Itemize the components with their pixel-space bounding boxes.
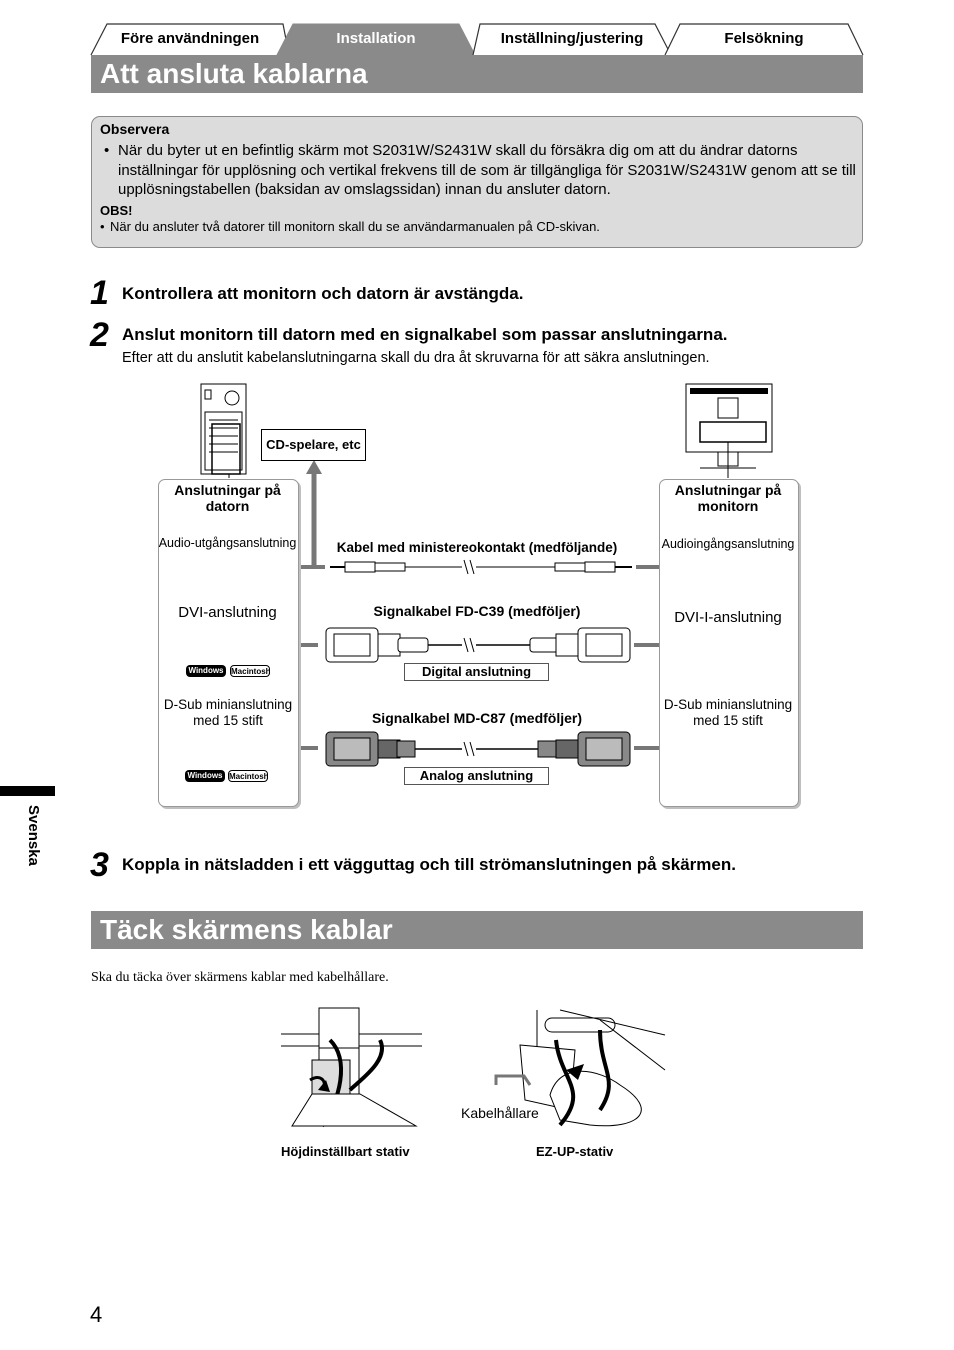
macintosh-badge: Macintosh — [230, 665, 271, 677]
analog-connection-label: Analog anslutning — [404, 767, 549, 785]
windows-badge: Windows — [185, 770, 225, 782]
obs-heading: OBS! — [100, 202, 133, 218]
language-tab-marker — [0, 786, 55, 796]
bullet-icon: • — [100, 218, 105, 234]
obs-bullet: • När du ansluter två datorer till monit… — [100, 218, 600, 234]
caption-height-adjustable-stand: Höjdinställbart stativ — [281, 1144, 410, 1159]
pc-audio-label: Audio-utgångsanslutning — [158, 536, 297, 550]
section-title-cover-cables: Täck skärmens kablar — [91, 911, 863, 949]
step-number-2: 2 — [90, 316, 109, 354]
audio-cable-illustration — [330, 559, 632, 575]
note-box: Observera • När du byter ut en befintlig… — [91, 116, 863, 248]
audio-cable-label: Kabel med ministereokontakt (medföljande… — [336, 540, 618, 555]
step-number-3: 3 — [90, 846, 109, 884]
tab-fore-anvandningen[interactable]: Före användningen — [90, 22, 290, 56]
section2-intro: Ska du täcka över skärmens kablar med ka… — [91, 970, 389, 985]
monitor-panel-title: Anslutningar på monitorn — [674, 482, 782, 514]
step-text-1: Kontrollera att monitorn och datorn är a… — [122, 284, 524, 303]
macintosh-badge: Macintosh — [228, 770, 269, 782]
height-adjustable-stand-illustration — [281, 1007, 422, 1128]
bullet-icon: • — [104, 142, 110, 159]
pc-dvi-label: DVI-anslutning — [178, 604, 277, 621]
cable-holder-callout: Kabelhållare — [461, 1105, 539, 1121]
monitor-dvi-label: DVI-I-anslutning — [674, 609, 782, 626]
dsub-cable-illustration — [325, 731, 631, 767]
digital-connection-label: Digital anslutning — [404, 663, 549, 681]
dvi-cable-illustration — [325, 627, 631, 663]
pc-connections-panel — [158, 479, 299, 807]
step-text-3: Koppla in nätsladden i ett vägguttag och… — [122, 855, 736, 874]
language-label: Svenska — [25, 805, 42, 866]
cd-player-label: CD-spelare, etc — [261, 429, 366, 461]
monitor-audio-label: Audioingångsanslutning — [661, 537, 795, 551]
dsub-cable-label: Signalkabel MD-C87 (medföljer) — [371, 710, 583, 726]
note-heading: Observera — [100, 121, 170, 137]
monitor-dsub-label: D-Sub minianslutning med 15 stift — [663, 697, 793, 728]
dvi-cable-label: Signalkabel FD-C39 (medföljer) — [373, 603, 581, 619]
page-number: 4 — [90, 1302, 103, 1327]
pc-tower-illustration — [200, 383, 247, 478]
tab-installning-justering[interactable]: Inställning/justering — [472, 22, 672, 56]
step-number-1: 1 — [90, 274, 109, 312]
pc-dsub-label: D-Sub minianslutning med 15 stift — [163, 697, 293, 728]
section-title-connect-cables: Att ansluta kablarna — [91, 55, 863, 93]
note-bullet: • När du byter ut en befintlig skärm mot… — [104, 142, 856, 198]
monitor-back-illustration — [685, 383, 773, 478]
nav-tabs: Före användningen Installation Inställni… — [90, 22, 864, 56]
tab-felsokning[interactable]: Felsökning — [664, 22, 864, 56]
monitor-connections-panel — [659, 479, 799, 807]
step-text-2: Anslut monitorn till datorn med en signa… — [122, 325, 728, 344]
windows-badge: Windows — [186, 665, 226, 677]
caption-ez-up-stand: EZ-UP-stativ — [536, 1144, 614, 1159]
pc-panel-title: Anslutningar på datorn — [174, 482, 281, 514]
tab-installation[interactable]: Installation — [276, 22, 476, 56]
step-subtext-2: Efter att du anslutit kabelanslutningarn… — [122, 350, 710, 366]
